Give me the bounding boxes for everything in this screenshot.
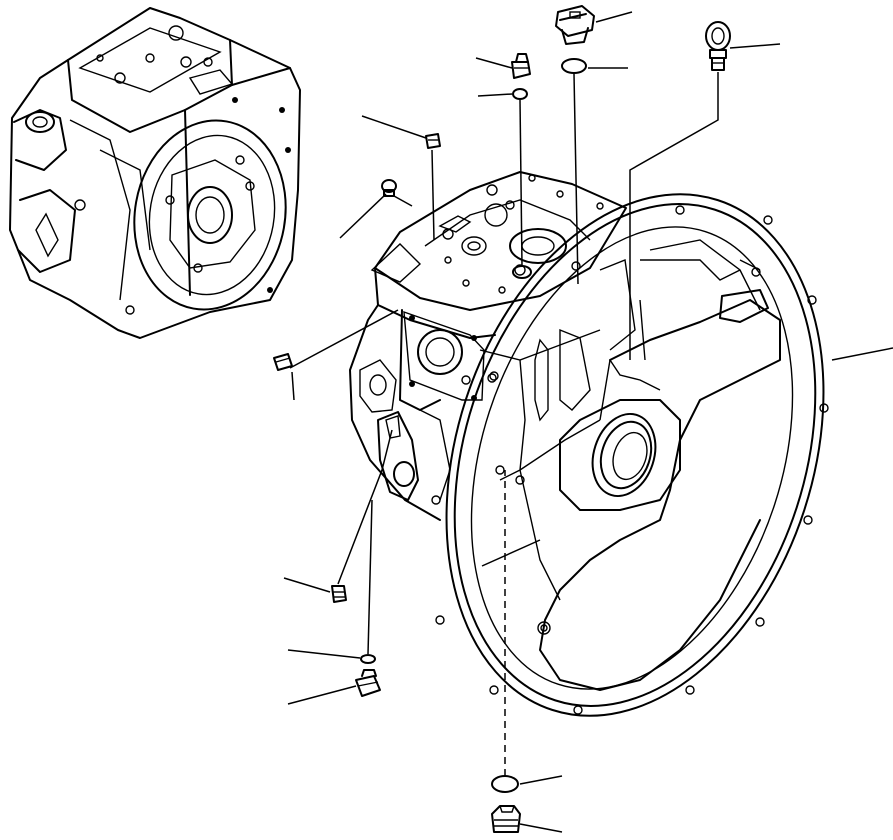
flywheel-housing: [431, 193, 829, 717]
callout-leaders: [283, 11, 893, 833]
pump-body: [349, 171, 761, 521]
o-ring-bottom: [491, 775, 519, 793]
plug-small-left: [381, 179, 397, 197]
bolt-lower-left: [331, 585, 347, 603]
fitting-upper: [511, 53, 531, 79]
o-ring-upper: [512, 88, 528, 100]
eye-bolt: [705, 21, 731, 71]
drain-plug-bottom: [491, 805, 521, 833]
center-bore: [559, 399, 681, 511]
bolt-left: [273, 353, 293, 371]
rim-bolt-holes: [431, 205, 829, 715]
drain-plug-top: [555, 5, 595, 45]
bolt-upper: [425, 133, 441, 149]
fitting-lower-left: [355, 669, 381, 697]
inset-pump-assembly: [9, 7, 301, 339]
o-ring-top: [561, 58, 587, 74]
o-ring-lower-left: [360, 654, 376, 664]
assembly-lines: [289, 72, 719, 776]
